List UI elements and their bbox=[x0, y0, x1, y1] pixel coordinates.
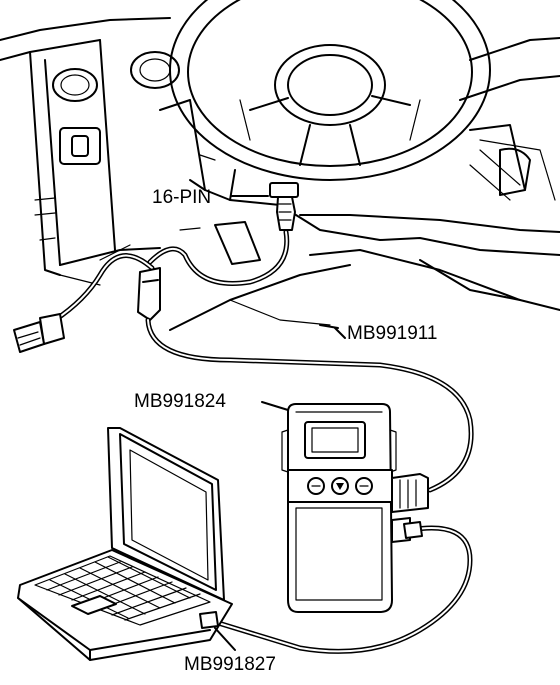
dashboard-illustration bbox=[0, 0, 560, 331]
laptop-icon bbox=[17, 427, 233, 661]
steering-wheel-icon bbox=[169, 0, 491, 181]
connector-icon bbox=[269, 182, 299, 231]
label-16-pin: 16-PIN bbox=[152, 187, 211, 208]
label-mb991824: MB991824 bbox=[134, 391, 226, 412]
splitter-box bbox=[137, 267, 161, 321]
label-mb991911: MB991911 bbox=[347, 323, 438, 344]
label-mb991827: MB991827 bbox=[184, 654, 276, 675]
scan-tool-icon bbox=[281, 403, 429, 613]
left-plug-icon bbox=[13, 313, 65, 353]
